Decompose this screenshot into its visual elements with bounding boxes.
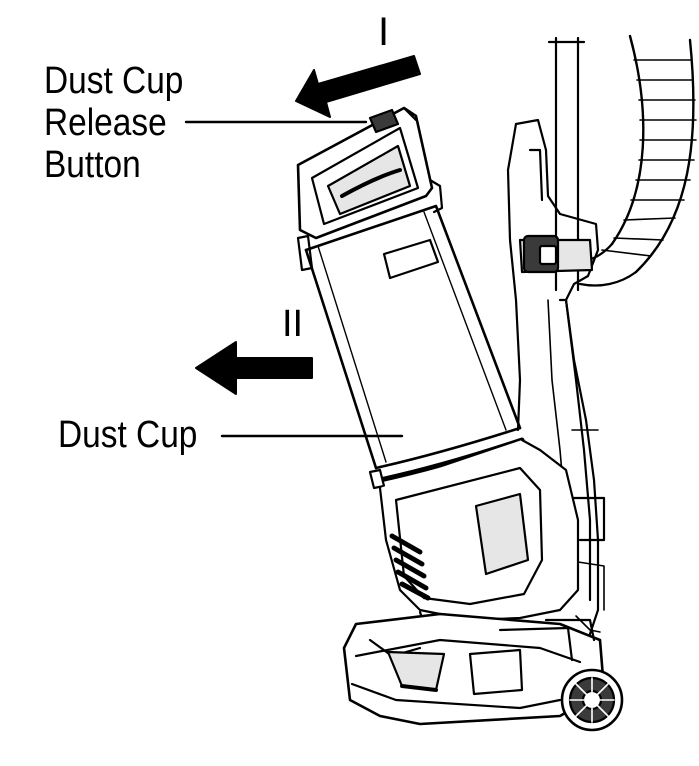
- arrow-step-one: [295, 55, 421, 118]
- step-two-numeral: II: [282, 303, 304, 345]
- dust-cup: [296, 106, 525, 490]
- flexible-hose: [570, 34, 697, 287]
- dust-cup-label: Dust Cup: [58, 414, 198, 456]
- release-button-label-line3: Button: [44, 144, 141, 186]
- arrow-step-two: [195, 341, 313, 395]
- vacuum-body: [506, 118, 606, 648]
- step-one-numeral: I: [378, 10, 390, 54]
- floor-nozzle: [342, 612, 606, 726]
- release-button-label-line1: Dust Cup: [44, 60, 184, 102]
- rear-wheel: [560, 668, 624, 732]
- motor-housing: [378, 438, 580, 636]
- release-button-label-line2: Release: [44, 102, 167, 144]
